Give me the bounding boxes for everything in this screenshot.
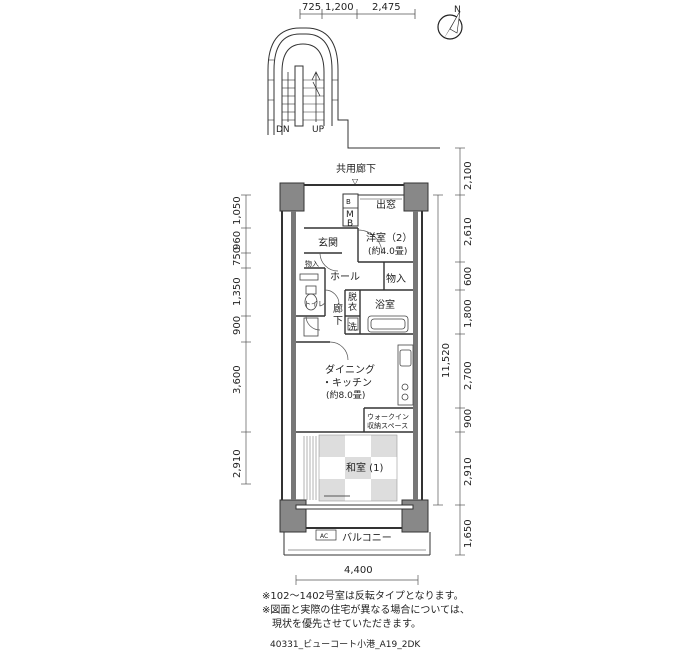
ac-label: AC [320, 533, 328, 540]
dim-total-width: 4,400 [344, 565, 373, 576]
note-line-3: 現状を優先させていただきます。 [262, 619, 421, 630]
dim-top-1: 725 [302, 2, 321, 13]
compass-label: N [454, 5, 461, 15]
balcony-label: バルコニー [342, 532, 392, 544]
corridor-marker: ▽ [352, 177, 359, 186]
japanese-room-label: 和室 (1) [346, 461, 383, 474]
dim-left-2: 960 [232, 231, 243, 250]
dim-right-3: 600 [463, 267, 474, 286]
tatami-floor [303, 434, 398, 502]
dim-left-6: 3,600 [232, 365, 243, 394]
dim-top-2: 1,200 [325, 2, 354, 13]
hall-label: ホール [330, 271, 360, 283]
dim-right-5: 2,700 [463, 361, 474, 390]
inner-corridor-label-2: 下 [333, 316, 343, 327]
dining-kitchen-label-2: ・キッチン [322, 377, 372, 389]
storage-label: 物入 [386, 272, 406, 285]
storage-small-label: 物入 [305, 259, 319, 268]
entrance-label: 玄関 [318, 236, 338, 249]
top-dimension [299, 9, 416, 19]
internal-walls [296, 193, 413, 433]
note-line-1: ※102～1402号室は反転タイプとなります。 [262, 591, 464, 602]
dim-right-1: 2,100 [463, 161, 474, 190]
inner-corridor-label-1: 廊 [333, 302, 343, 315]
laundry-label: 洗 [348, 321, 357, 333]
western-room-label: 洋室（2） [366, 231, 412, 244]
dressing-label-1: 脱 [348, 291, 357, 303]
dining-kitchen-size: (約8.0畳) [326, 389, 365, 401]
stair-up-label: UP [312, 125, 325, 135]
mb-label-b: B [347, 219, 353, 229]
dim-right-8: 1,650 [463, 519, 474, 548]
dim-left-3: 750 [232, 247, 243, 266]
bottom-dimension [295, 575, 419, 585]
note-line-2: ※図面と実際の住宅が異なる場合については、 [262, 605, 470, 616]
bathroom-label: 浴室 [375, 298, 395, 311]
stair-down-label: DN [276, 125, 290, 135]
dim-right-6: 900 [463, 409, 474, 428]
fixtures [299, 273, 414, 406]
left-dimension [241, 194, 251, 485]
western-room-size: (約4.0畳) [368, 245, 407, 257]
dim-top-3: 2,475 [372, 2, 401, 13]
door-swings [305, 229, 383, 361]
dining-kitchen-label-1: ダイニング [325, 363, 375, 376]
b-label: B [346, 198, 351, 206]
corridor-label: 共用廊下 [336, 162, 376, 175]
compass-icon [437, 10, 463, 40]
footer-code: 40331_ビューコート小港_A19_2DK [270, 640, 421, 650]
dim-total-height: 11,520 [441, 343, 452, 378]
dim-right-2: 2,610 [463, 217, 474, 246]
toilet-label: トイレ [304, 300, 325, 308]
unit-walls [279, 182, 429, 533]
balcony [283, 504, 431, 556]
walkin-label-1: ウォークイン [367, 413, 409, 421]
walkin-label-2: 収納スペース [367, 421, 408, 430]
dim-left-1: 1,050 [232, 196, 243, 225]
mb-label-m: M [346, 210, 354, 220]
dim-left-5: 900 [232, 316, 243, 335]
dim-left-7: 2,910 [232, 449, 243, 478]
staircase [267, 27, 440, 149]
dim-right-7: 2,910 [463, 457, 474, 486]
dressing-label-2: 衣 [348, 301, 357, 313]
dim-right-4: 1,800 [463, 299, 474, 328]
window-label: 出窓 [376, 198, 396, 211]
right-dimension [433, 147, 465, 556]
dim-left-4: 1,350 [232, 277, 243, 306]
